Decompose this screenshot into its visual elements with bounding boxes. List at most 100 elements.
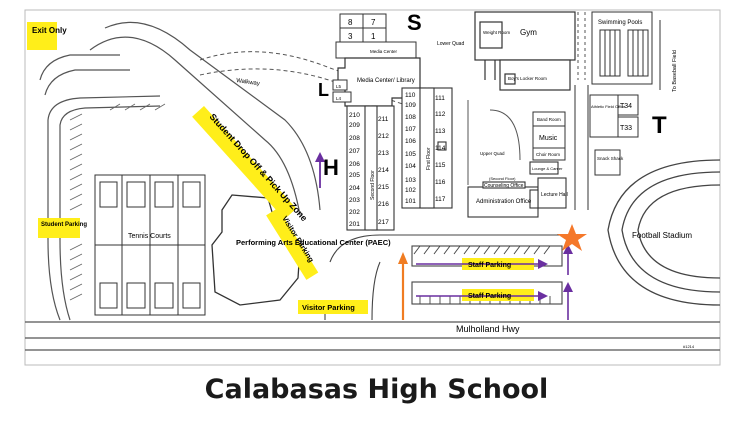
gym-label: Gym	[520, 28, 537, 37]
visitor-label: Visitor Parking	[302, 303, 355, 312]
room-label: 110	[405, 92, 416, 99]
first-floor-label: First Floor	[426, 147, 432, 170]
staff-parking-lot	[324, 234, 563, 321]
athletic-buildings	[589, 94, 639, 176]
staff2-highlight	[462, 289, 534, 301]
football-label: Football Stadium	[632, 231, 692, 240]
room-label: 102	[405, 187, 416, 194]
room-label: 104	[405, 163, 416, 170]
t34-label: T34	[620, 103, 632, 110]
orange-arrowhead	[398, 252, 408, 264]
room-label: 116	[435, 179, 446, 186]
snack-shack-label: Snack Shack	[597, 156, 624, 161]
room-label: 216	[378, 201, 389, 208]
lecture-hall-label: Lecture Hall	[541, 192, 568, 198]
room-label: 206	[349, 161, 360, 168]
lounge-label: Lounge & Career	[532, 166, 563, 171]
room-label: 217	[378, 219, 389, 226]
room-l4-box	[332, 91, 352, 103]
room-label: 212	[378, 133, 389, 140]
room-l5-box	[332, 79, 348, 91]
h-building-first-floor	[401, 87, 453, 209]
boys-locker-label: Boy's Locker Room	[508, 76, 547, 81]
room-label: 213	[378, 150, 389, 157]
room-label: 112	[435, 111, 446, 118]
zone-letter-l: L	[318, 80, 329, 100]
room-label: 111	[435, 95, 445, 102]
room-label: 202	[349, 209, 360, 216]
room-label: 215	[378, 184, 389, 191]
second-floor-label: Second Floor	[370, 170, 376, 200]
room-label: 103	[405, 177, 416, 184]
room-label: 207	[349, 148, 360, 155]
music-building	[532, 111, 566, 161]
upper-quad-label: Upper Quad	[480, 151, 505, 156]
h-rooms-second-right: 211 212 213 214 215 216 217	[378, 116, 389, 226]
walkway-paths	[199, 51, 416, 109]
h-rooms-first-right: 111 112 113 114 115 116 117	[435, 95, 446, 203]
room-l5-label: L5	[336, 84, 342, 89]
gym-building	[474, 11, 576, 91]
map-caption: Calabasas High School	[204, 374, 549, 405]
room-label: 210	[349, 112, 360, 119]
campus-map: S L H T 8 7 3 1 Media Center Lower Quad …	[24, 9, 721, 366]
room-label: 106	[405, 138, 416, 145]
purple-arrowhead-h	[315, 152, 325, 162]
lower-quad-label: Lower Quad	[437, 41, 464, 47]
purple-arrowhead-staff1	[538, 259, 548, 269]
media-center-small-label: Media Center	[370, 49, 398, 54]
music-label: Music	[539, 135, 558, 142]
student-parking-lot	[69, 103, 166, 301]
room-3: 3	[348, 32, 353, 41]
student-parking-highlight	[38, 218, 80, 238]
room-label: 214	[378, 167, 389, 174]
room-label: 105	[405, 151, 416, 158]
visitor-diag-highlight	[266, 208, 319, 280]
walkway-label: Walkway	[236, 78, 260, 87]
room-8: 8	[348, 18, 353, 27]
room-1: 1	[371, 32, 376, 41]
room-7: 7	[371, 18, 376, 27]
admin-label: Administration Office	[476, 199, 532, 205]
mulholland-label: Mulholland Hwy	[456, 324, 520, 334]
student-parking-label: Student Parking	[41, 222, 87, 228]
map-code-label: #1214	[683, 344, 695, 349]
h-rooms-second-left: 210 209 208 207 206 205 204 203 202 201	[349, 112, 360, 228]
room-label: 211	[378, 116, 389, 123]
swimming-pools-label: Swimming Pools	[598, 20, 642, 26]
paec-label: Performing Arts Educational Center (PAEC…	[236, 238, 391, 247]
room-label: 109	[405, 102, 416, 109]
staff1-label: Staff Parking	[468, 262, 511, 269]
admin-building	[467, 161, 567, 218]
purple-arrowhead-up2	[563, 282, 573, 292]
counseling-label: Counseling Office	[484, 183, 524, 189]
swimming-pools	[591, 11, 653, 85]
room-label: 114	[435, 145, 446, 152]
media-center-label: Media Center/ Library	[357, 78, 415, 84]
staff2-label: Staff Parking	[468, 293, 511, 300]
zone-letter-s: S	[407, 10, 422, 35]
football-stadium	[607, 159, 721, 306]
room-label: 101	[405, 198, 416, 205]
exit-label: Exit Only	[32, 26, 67, 35]
room-label: 203	[349, 197, 360, 204]
room-label: 117	[435, 196, 446, 203]
quad-curve	[489, 109, 521, 161]
h-rooms-first-left: 110 109 108 107 106 105 104 103 102 101	[405, 92, 416, 205]
room-label: 201	[349, 221, 360, 228]
purple-arrowhead-staff2	[538, 291, 548, 301]
mulholland-road	[25, 321, 720, 351]
room-label: 204	[349, 185, 360, 192]
room-label: 108	[405, 114, 416, 121]
room-l4-label: L4	[336, 96, 342, 101]
visitor-highlight	[298, 300, 368, 314]
room-label: 209	[349, 122, 360, 129]
weight-room-label: Weight Room	[483, 30, 510, 35]
zone-letter-t: T	[652, 112, 667, 139]
room-label: 208	[349, 135, 360, 142]
room-label: 107	[405, 126, 416, 133]
drop-off-highlight	[192, 106, 297, 220]
purple-arrowhead-up1	[563, 244, 573, 254]
media-center-building	[337, 57, 421, 107]
band-room-label: Band Room	[537, 117, 561, 122]
